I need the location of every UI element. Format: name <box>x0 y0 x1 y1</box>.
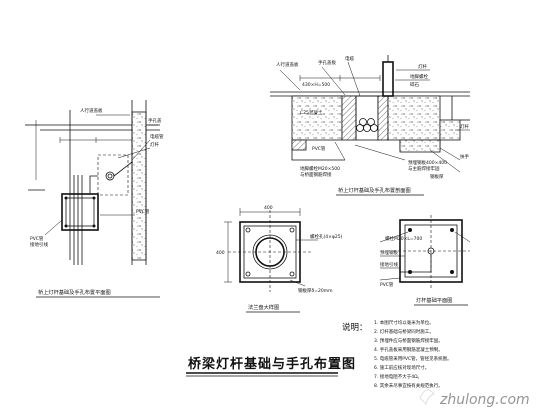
section-view <box>270 55 470 173</box>
watermark: zhulong.com <box>419 389 530 408</box>
flange-annotation-1: 螺栓孔(4×φ25) <box>310 233 343 240</box>
section-label-cover: 手孔盖板 <box>318 59 336 66</box>
section-right-note-1: 灯杆 <box>460 123 469 130</box>
note-item-7: 7. 接地电阻不大于4Ω。 <box>374 373 422 380</box>
note-item-1: 1. 本图尺寸均以毫米为单位。 <box>374 319 434 326</box>
plan-caption: 桥上灯杆基础及手孔布置平面图 <box>38 288 111 296</box>
section-caption: 桥上灯杆基础及手孔布置剖面图 <box>338 186 411 194</box>
plan-label-pole: 灯杆 <box>150 141 159 148</box>
flange-dim-top: 400 <box>264 205 273 211</box>
section-ground-note-1: 地脚螺栓M20×500 <box>300 165 340 172</box>
note-item-2: 2. 灯杆基础与桥梁同时施工。 <box>374 328 434 335</box>
embed-note-2: 预埋钢板 <box>380 249 398 256</box>
notes-heading: 说明： <box>342 322 368 333</box>
plan-label-wall: 人行道盖板 <box>80 107 103 114</box>
embed-note-4: PVC管 <box>380 281 394 288</box>
section-weld-note-2: 与主筋焊接牢固 <box>408 165 440 172</box>
section-right-note-2: 扶手 <box>460 153 469 160</box>
plan-label-pvc: PVC管 <box>30 235 44 242</box>
plan-view <box>25 100 160 265</box>
note-item-4: 4. 手孔盖板采用钢筋混凝土预制。 <box>374 346 443 353</box>
section-steel-note: 钢板厚 <box>430 173 444 180</box>
embed-view <box>379 215 471 290</box>
section-label-sidewalk: 人行道盖板 <box>276 61 299 68</box>
drawing-title: 桥梁灯杆基础与手孔布置图 <box>188 356 356 372</box>
plan-label-handhole: 手孔盖 <box>148 117 162 124</box>
flange-caption: 法兰盘大样图 <box>248 303 279 311</box>
plan-label-duct: PVC管 <box>136 208 150 215</box>
note-item-3: 3. 预埋件应与桥面钢筋焊接牢固。 <box>374 337 443 344</box>
embed-caption: 灯杆基础平面图 <box>416 296 452 304</box>
plan-label-pipe: 电缆管 <box>150 133 164 140</box>
embed-note-3: 接地引线 <box>380 261 398 268</box>
section-label-pvc: PVC管 <box>312 145 326 152</box>
section-label-anchor: 地脚螺栓 <box>410 73 428 80</box>
flange-view <box>224 208 318 292</box>
section-label-concrete: C25混凝土 <box>300 109 323 116</box>
note-item-8: 8. 其余未尽事宜按有关规范执行。 <box>374 382 443 389</box>
flange-dim-left: 400 <box>216 250 225 256</box>
section-label-cable: 电缆 <box>345 55 354 62</box>
embed-note-1: 螺栓M20×L=700 <box>385 235 422 242</box>
section-label-pole: 灯杆 <box>418 63 427 70</box>
section-label-gravel: 碎石 <box>410 81 419 88</box>
section-ground-note-2: 与桥面钢筋焊接 <box>300 171 332 178</box>
section-dim-1: 430×H=500 <box>302 82 330 88</box>
note-item-5: 5. 电缆管采用PVC管，管径见系统图。 <box>374 355 452 362</box>
flange-annotation-2: 钢板厚δ=20mm <box>298 287 333 294</box>
note-item-6: 6. 施工前应核对现场尺寸。 <box>374 364 429 371</box>
plan-label-cable: 接地引线 <box>30 241 48 248</box>
watermark-text: zhulong.com <box>439 392 530 408</box>
section-weld-note-1: 预埋钢板400×400 <box>408 159 447 166</box>
